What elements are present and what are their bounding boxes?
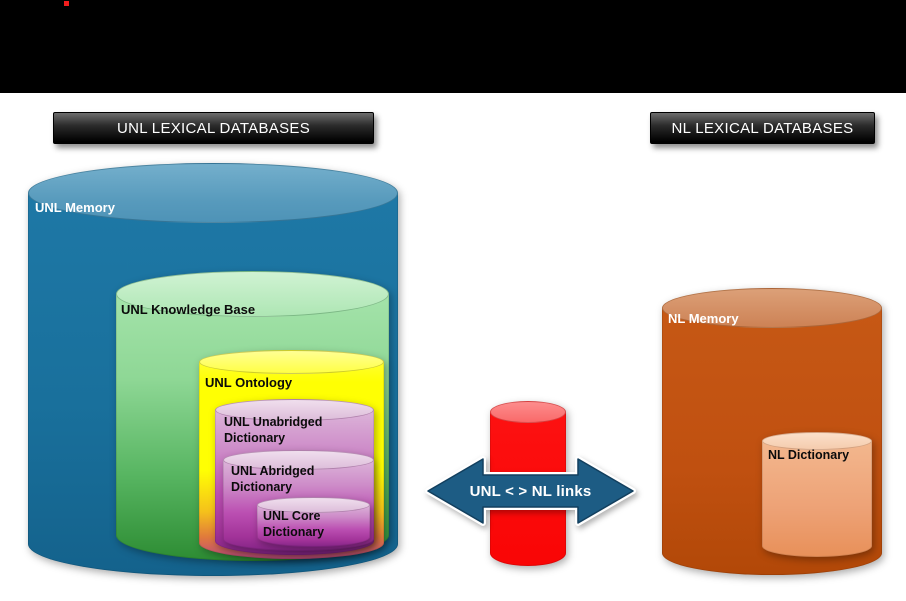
unl-abridged-dictionary-label: UNL Abridged Dictionary <box>231 464 315 494</box>
nl-databases-header: NL LEXICAL DATABASES <box>650 112 875 144</box>
double-arrow-icon <box>425 456 636 526</box>
unl-ontology-label: UNL Ontology <box>205 375 293 390</box>
nl-databases-header-label: NL LEXICAL DATABASES <box>671 119 854 137</box>
cylinder-unl-core-dictionary: UNL Core Dictionary <box>257 497 370 547</box>
nl-dictionary-label: NL Dictionary <box>768 448 850 462</box>
cylinder-unl-abridged-top <box>223 450 374 470</box>
nl-memory-label: NL Memory <box>668 311 739 326</box>
cylinder-unl-ontology-top <box>199 350 384 374</box>
unl-databases-header-label: UNL LEXICAL DATABASES <box>116 119 311 137</box>
cylinder-unl-unabridged-top <box>215 399 374 421</box>
unl-knowledge-base-label: UNL Knowledge Base <box>121 302 256 317</box>
unl-unabridged-dictionary-label: UNL Unabridged Dictionary <box>224 415 323 445</box>
cylinder-nl-dictionary-body <box>762 441 872 557</box>
cylinder-nl-memory-top <box>662 288 882 328</box>
cylinder-unl-core-top <box>257 497 370 513</box>
unl-nl-links-label: UNL < > NL links <box>469 482 592 500</box>
unl-memory-label: UNL Memory <box>35 200 115 215</box>
red-dot-icon <box>64 1 69 6</box>
unl-databases-header: UNL LEXICAL DATABASES <box>53 112 374 144</box>
unl-nl-links-arrow: UNL < > NL links <box>425 451 636 531</box>
unl-core-dictionary-label: UNL Core Dictionary <box>263 509 325 539</box>
cylinder-nl-dictionary: NL Dictionary <box>762 432 872 557</box>
top-black-bar <box>0 0 906 93</box>
cylinder-unl-memory-top <box>28 163 398 223</box>
cylinder-unl-knowledge-base-top <box>116 271 389 317</box>
cylinder-links-top <box>490 401 566 423</box>
cylinder-nl-dictionary-top <box>762 432 872 450</box>
